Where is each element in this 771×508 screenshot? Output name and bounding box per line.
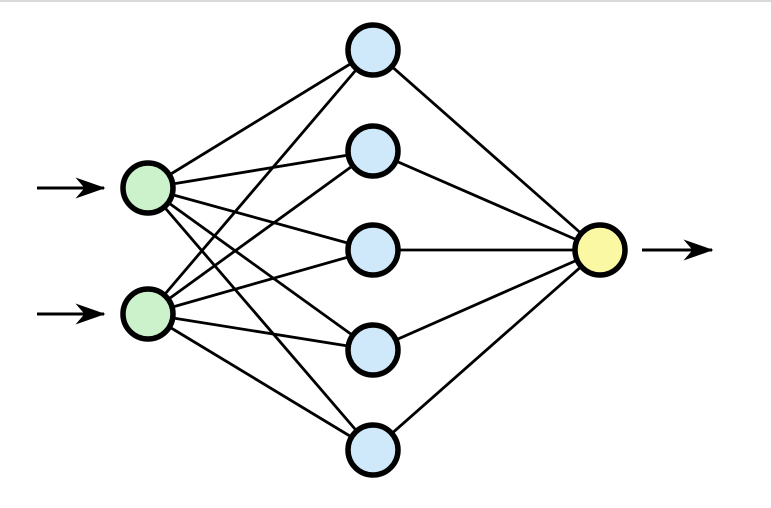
edge-input-to-hidden xyxy=(146,187,375,451)
nodes-group xyxy=(120,22,628,478)
edge-hidden-to-output xyxy=(372,248,601,452)
arrows-group xyxy=(37,177,714,325)
input-node-1 xyxy=(120,160,176,216)
edge-input-to-hidden xyxy=(147,149,374,316)
edge-input-to-hidden xyxy=(147,186,374,252)
hidden-node-4 xyxy=(345,322,401,378)
edge-input-to-hidden xyxy=(147,186,374,352)
hidden-node-1 xyxy=(345,22,401,78)
edge-hidden-to-output xyxy=(372,48,601,252)
window-top-edge xyxy=(0,0,771,2)
edge-input-to-hidden xyxy=(147,312,374,452)
hidden-node-5 xyxy=(345,422,401,478)
edge-hidden-to-output xyxy=(372,248,601,352)
edge-hidden-to-output xyxy=(372,149,601,252)
input-node-2 xyxy=(120,286,176,342)
edges-group xyxy=(146,48,601,452)
edge-input-to-hidden xyxy=(147,248,374,316)
hidden-node-3 xyxy=(345,222,401,278)
hidden-node-2 xyxy=(345,123,401,179)
output-node-1 xyxy=(572,222,628,278)
edge-input-to-hidden xyxy=(147,312,374,352)
edge-input-to-hidden xyxy=(146,49,375,315)
edge-input-to-hidden xyxy=(147,48,374,190)
edge-input-to-hidden xyxy=(147,149,374,190)
